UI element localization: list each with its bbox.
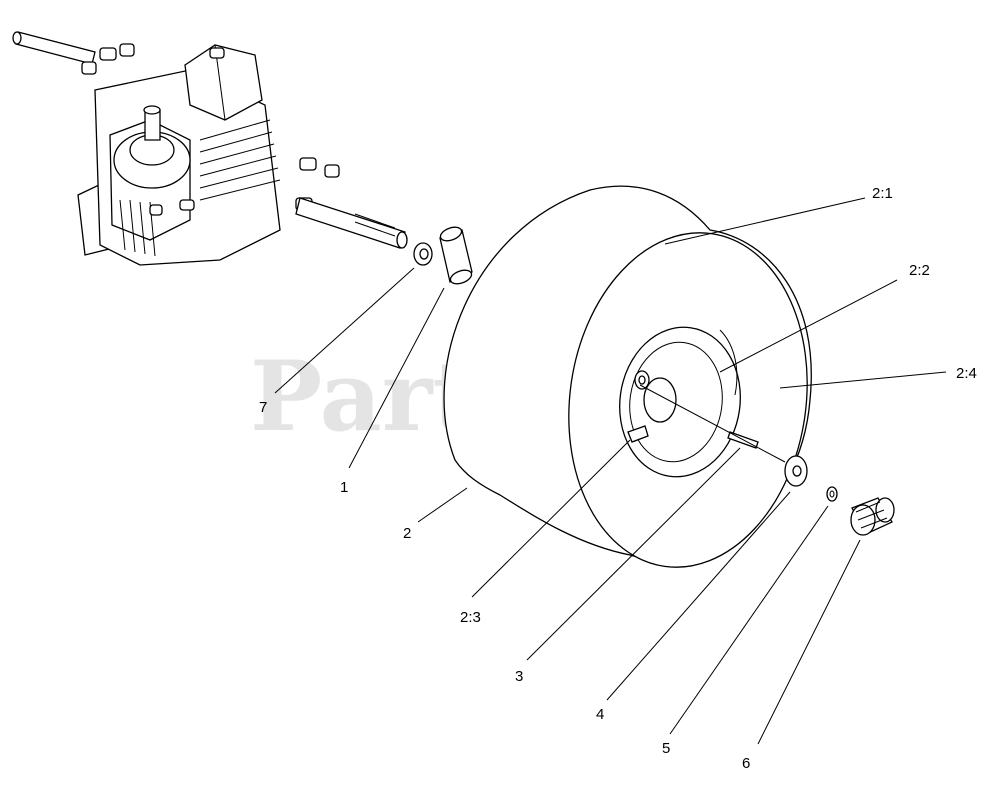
transaxle-assembly (12, 31, 408, 266)
callout-7: 7 (259, 399, 267, 416)
leader-2-4 (779, 371, 947, 389)
leader-6 (757, 539, 861, 745)
leader-7 (274, 267, 415, 394)
callout-6: 6 (742, 755, 750, 772)
callout-2-3: 2:3 (460, 609, 481, 626)
part-2-wheel-assembly (443, 185, 812, 568)
leader-1 (348, 287, 445, 469)
callout-5: 5 (662, 740, 670, 757)
leader-5 (669, 505, 829, 735)
callout-2: 2 (403, 525, 411, 542)
leader-3 (526, 447, 741, 661)
leader-2 (417, 487, 468, 523)
part-4-washer (784, 455, 808, 487)
part-5-retaining-ring (826, 486, 838, 502)
leader-4 (606, 491, 791, 701)
leader-2-1 (664, 197, 866, 245)
leader-2-2 (719, 279, 898, 373)
callout-2-4: 2:4 (956, 365, 977, 382)
leader-2-3 (471, 439, 631, 598)
callout-2-1: 2:1 (872, 185, 893, 202)
part-1-spacer (439, 226, 473, 285)
part-6-cap (850, 497, 895, 536)
part-7-washer (413, 242, 433, 266)
callout-3: 3 (515, 668, 523, 685)
callout-4: 4 (596, 706, 604, 723)
callout-1: 1 (340, 479, 348, 496)
callout-2-2: 2:2 (909, 262, 930, 279)
